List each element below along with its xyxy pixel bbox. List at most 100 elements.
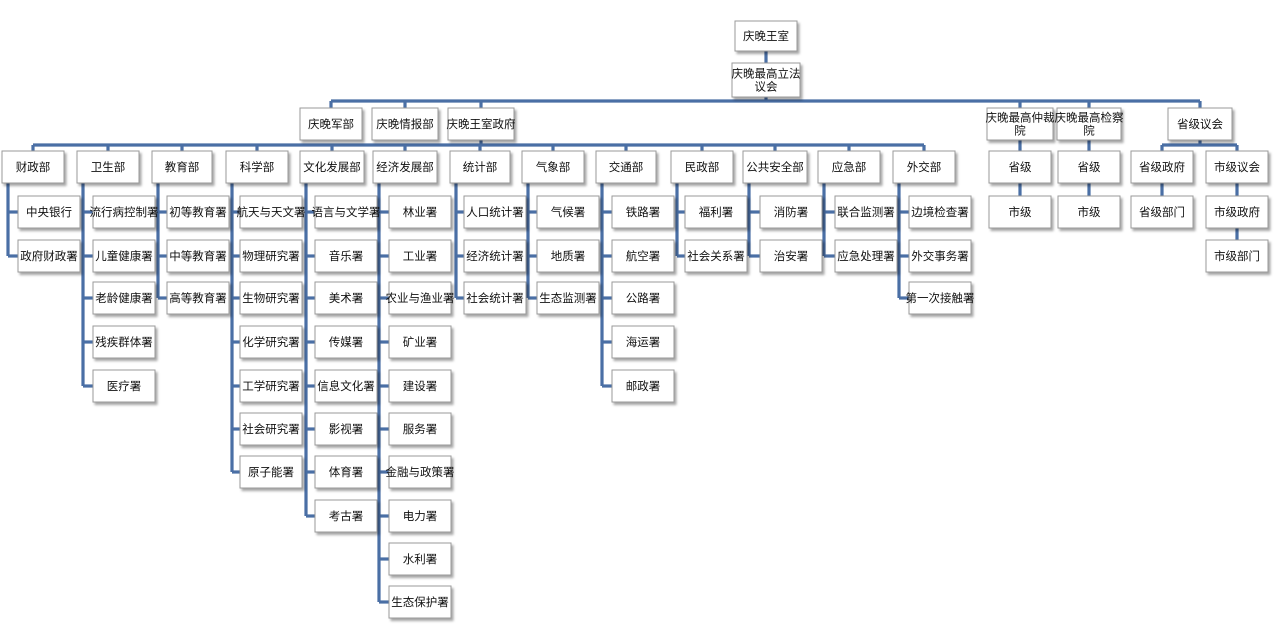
org-node-city-council: 市级议会 (1205, 150, 1269, 184)
org-node-info-culture: 信息文化署 (314, 369, 378, 403)
org-node-archaeology: 考古署 (314, 499, 378, 533)
org-node-child-health: 儿童健康署 (92, 239, 156, 273)
org-node-prov-council: 省级议会 (1167, 107, 1233, 141)
node-label: 庆晚军部 (308, 117, 354, 131)
node-box (536, 195, 600, 229)
org-node-statistics: 统计部 (449, 150, 511, 184)
node-label: 福利署 (699, 205, 734, 219)
node-label: 残疾群体署 (95, 335, 153, 349)
node-label: 民政部 (685, 160, 720, 174)
node-label: 气象部 (536, 160, 571, 174)
org-node-secondary-edu: 中等教育署 (166, 239, 230, 273)
org-node-city-gov: 市级政府 (1205, 195, 1269, 229)
org-node-science: 科学部 (225, 150, 289, 184)
node-box (239, 239, 303, 273)
node-label: 省级政府 (1139, 160, 1185, 174)
org-node-eco-monitor: 生态监测署 (536, 281, 600, 315)
node-box (986, 107, 1054, 141)
node-label: 传媒署 (329, 335, 364, 349)
connector-lines (6, 51, 1239, 604)
org-node-procuratorate: 庆晚最高检察院 (1055, 107, 1124, 141)
node-label: 老龄健康署 (95, 291, 153, 305)
node-label: 文化发展部 (303, 160, 361, 174)
node-box (314, 281, 378, 315)
node-box (388, 499, 452, 533)
node-box (892, 150, 956, 184)
org-node-culture: 文化发展部 (299, 150, 365, 184)
org-node-public-security: 公共安全部 (742, 150, 808, 184)
org-node-foreign-affairs: 外交事务署 (908, 239, 972, 273)
org-node-sports: 体育署 (314, 455, 378, 489)
org-node-physics: 物理研究署 (239, 239, 303, 273)
node-label: 原子能署 (248, 465, 294, 479)
org-node-pop-stats: 人口统计署 (463, 195, 527, 229)
node-box (463, 195, 527, 229)
node-box (388, 542, 452, 576)
org-node-emergency-handle: 应急处理署 (834, 239, 898, 273)
org-node-prov-dept: 省级部门 (1130, 195, 1194, 229)
node-box (314, 325, 378, 359)
node-label: 人口统计署 (466, 205, 524, 219)
node-label: 社会研究署 (242, 422, 300, 436)
node-box (1130, 195, 1194, 229)
node-label: 省级部门 (1139, 205, 1185, 219)
org-node-economy: 经济发展部 (372, 150, 438, 184)
org-node-meteo: 气象部 (521, 150, 585, 184)
org-node-military: 庆晚军部 (299, 107, 363, 141)
node-box (225, 150, 289, 184)
node-label: 科学部 (240, 160, 275, 174)
node-label: 农业与渔业署 (386, 291, 455, 305)
org-node-social-stats: 社会统计署 (463, 281, 527, 315)
node-box (239, 281, 303, 315)
node-box (166, 195, 230, 229)
node-label: 庆晚最高立法议会 (732, 67, 801, 94)
org-node-chemistry: 化学研究署 (239, 325, 303, 359)
node-label: 影视署 (329, 422, 364, 436)
org-node-arts: 美术署 (314, 281, 378, 315)
node-label: 美术署 (329, 291, 364, 305)
node-label: 建设署 (403, 379, 438, 393)
node-label: 矿业署 (403, 335, 438, 349)
org-node-proc-city: 市级 (1057, 195, 1121, 229)
org-node-welfare: 福利署 (684, 195, 748, 229)
org-node-finance: 财政部 (1, 150, 65, 184)
node-box (239, 195, 303, 229)
node-box (1205, 150, 1269, 184)
org-node-services: 服务署 (388, 412, 452, 446)
node-label: 化学研究署 (242, 335, 300, 349)
node-label: 儿童健康署 (95, 249, 153, 263)
node-label: 市级 (1078, 205, 1101, 219)
org-node-highway: 公路署 (611, 281, 675, 315)
node-box (834, 239, 898, 273)
node-label: 水利署 (403, 552, 438, 566)
org-node-fin-policy: 金融与政策署 (386, 455, 455, 489)
node-box (908, 239, 972, 273)
org-node-econ-stats: 经济统计署 (463, 239, 527, 273)
node-box (151, 150, 213, 184)
node-label: 社会统计署 (466, 291, 524, 305)
node-box (388, 455, 452, 489)
node-box (388, 325, 452, 359)
node-box (314, 499, 378, 533)
node-box (988, 150, 1052, 184)
node-box (731, 62, 801, 98)
node-label: 海运署 (626, 335, 661, 349)
node-label: 生态保护署 (391, 595, 449, 609)
org-node-atomic: 原子能署 (239, 455, 303, 489)
org-node-intelligence: 庆晚情报部 (371, 107, 439, 141)
node-box (92, 369, 156, 403)
org-node-weather: 气候署 (536, 195, 600, 229)
node-box (314, 239, 378, 273)
org-node-railway: 铁路署 (611, 195, 675, 229)
node-box (611, 369, 675, 403)
node-label: 流行病控制署 (90, 205, 159, 219)
node-label: 庆晚最高检察院 (1055, 111, 1124, 138)
node-box (388, 412, 452, 446)
node-box (988, 195, 1052, 229)
node-label: 中等教育署 (169, 249, 227, 263)
node-label: 考古署 (329, 509, 364, 523)
node-label: 庆晚情报部 (376, 117, 434, 131)
node-box (684, 239, 748, 273)
node-box (371, 107, 439, 141)
node-box (463, 281, 527, 315)
